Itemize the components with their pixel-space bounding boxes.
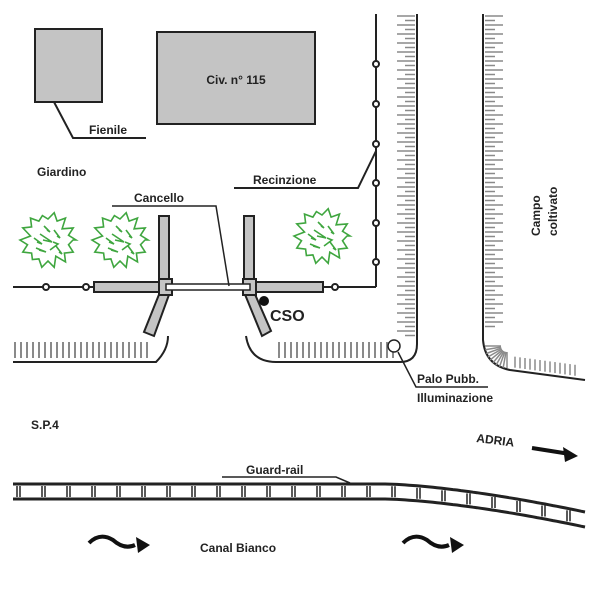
wing-left <box>142 291 172 338</box>
gate-leader-line <box>112 205 230 287</box>
canal-label: Canal Bianco <box>200 541 276 555</box>
field-label-line1: Campo <box>529 195 543 236</box>
lamp-label-line1: Palo Pubb. <box>417 372 479 386</box>
circle-icon[interactable] <box>387 339 401 353</box>
guardrail-label: Guard-rail <box>246 463 303 477</box>
fence-posts <box>372 60 380 266</box>
filled-dot-icon[interactable] <box>259 296 269 306</box>
guardrail <box>13 482 586 529</box>
fence-post <box>82 283 90 291</box>
cso-label: CSO <box>270 308 305 325</box>
guardrail-leader-line <box>222 476 351 484</box>
curb-left <box>13 335 169 363</box>
barn-leader-line <box>53 101 146 139</box>
trees <box>18 207 353 270</box>
wavy-arrow-icon <box>401 534 464 553</box>
wavy-arrow-icon <box>87 534 150 553</box>
garden-label: Giardino <box>37 165 86 179</box>
fence-leader-line <box>234 150 377 189</box>
fence-post <box>372 179 380 187</box>
road-label: S.P.4 <box>31 418 59 432</box>
gate-label: Cancello <box>134 191 184 205</box>
barn-label: Fienile <box>89 123 127 137</box>
wall-left-horizontal <box>93 281 165 293</box>
fence-post <box>372 100 380 108</box>
gate[interactable] <box>165 283 251 291</box>
fence-post <box>331 283 339 291</box>
main-building[interactable] <box>156 31 316 125</box>
field-label-line2: coltivato <box>546 187 560 236</box>
lamp-leader-line <box>397 351 488 388</box>
hatch-right-bottom <box>274 342 394 358</box>
pillar-left-vertical <box>158 215 170 283</box>
fence-post <box>372 60 380 68</box>
fence-post <box>372 140 380 148</box>
curb-right <box>245 14 418 363</box>
main-building-label: Civ. n° 115 <box>206 73 266 87</box>
tree-icon <box>90 211 151 270</box>
fence-post <box>372 219 380 227</box>
fence-label: Recinzione <box>253 173 317 187</box>
fence-post <box>372 258 380 266</box>
tree-icon <box>292 207 353 266</box>
direction-label: ADRIA <box>476 431 516 450</box>
hatch-left <box>14 342 148 358</box>
fence-post <box>42 283 50 291</box>
hatch-right-vertical <box>397 15 415 337</box>
gate-structure <box>93 215 324 338</box>
hatch-field <box>485 15 576 376</box>
lamp-label-line2: Illuminazione <box>417 391 493 405</box>
tree-icon <box>18 211 79 270</box>
arrow-right-icon <box>531 446 578 462</box>
pillar-right-vertical <box>243 215 255 283</box>
barn-building[interactable] <box>34 28 103 103</box>
wall-right-horizontal <box>254 281 324 293</box>
